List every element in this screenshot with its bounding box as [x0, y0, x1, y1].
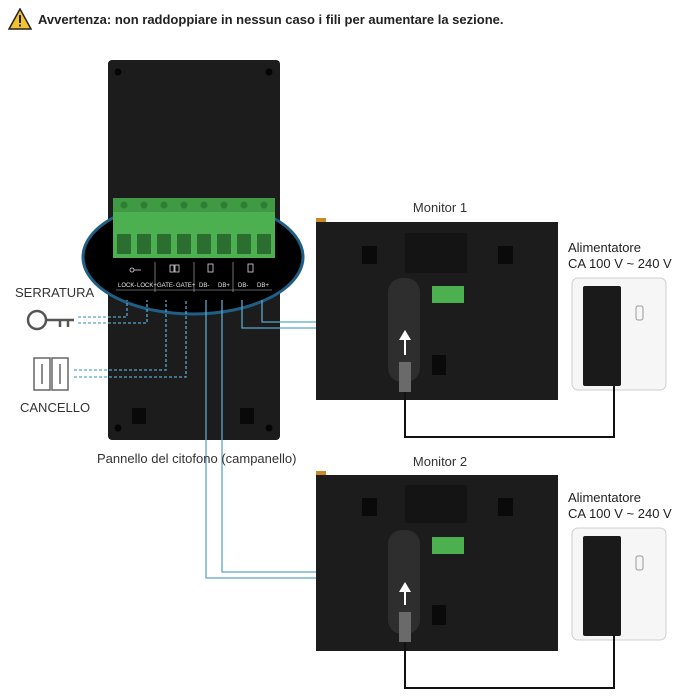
terminal-label-db-minus-1: DB- — [199, 283, 210, 289]
gate-wires — [74, 300, 187, 378]
terminal-block — [113, 198, 275, 292]
warning-text: Avvertenza: non raddoppiare in nessun ca… — [38, 11, 504, 27]
psu-1-title: Alimentatore — [568, 240, 641, 255]
panel-label: Pannello del citofono (campanello) — [97, 451, 297, 466]
psu-1-caption: Alimentatore CA 100 V ~ 240 V — [568, 240, 672, 272]
terminal-label-gate-plus: GATE+ — [176, 283, 196, 289]
monitor-1 — [316, 218, 558, 400]
monitor-2 — [316, 471, 558, 651]
terminal-label-gate-minus: GATE- — [157, 283, 175, 289]
lock-label: SERRATURA — [15, 285, 95, 300]
power-supply-1 — [571, 277, 667, 391]
lock-wires — [78, 300, 148, 324]
monitor-1-label: Monitor 1 — [412, 200, 468, 215]
psu-2-caption: Alimentatore CA 100 V ~ 240 V — [568, 490, 672, 522]
warning-triangle-icon — [8, 8, 32, 30]
psu-2-spec: CA 100 V ~ 240 V — [568, 506, 672, 521]
terminal-label-lock-minus: LOCK- — [118, 283, 137, 289]
key-icon — [26, 309, 74, 331]
power-cable-2 — [404, 636, 615, 689]
terminal-label-lock-plus: LOCK+ — [137, 283, 157, 289]
monitor-2-label: Monitor 2 — [412, 454, 468, 469]
panel-symbols — [129, 263, 254, 273]
power-supply-2 — [571, 527, 667, 641]
terminal-label-db-plus-1: DB+ — [218, 283, 230, 289]
power-cable-1 — [404, 386, 615, 438]
gate-icon — [33, 357, 69, 391]
gate-label: CANCELLO — [20, 400, 91, 415]
terminal-label-db-minus-2: DB- — [238, 283, 249, 289]
psu-1-spec: CA 100 V ~ 240 V — [568, 256, 672, 271]
terminal-label-db-plus-2: DB+ — [257, 283, 269, 289]
psu-2-title: Alimentatore — [568, 490, 641, 505]
warning-banner: Avvertenza: non raddoppiare in nessun ca… — [8, 8, 503, 30]
